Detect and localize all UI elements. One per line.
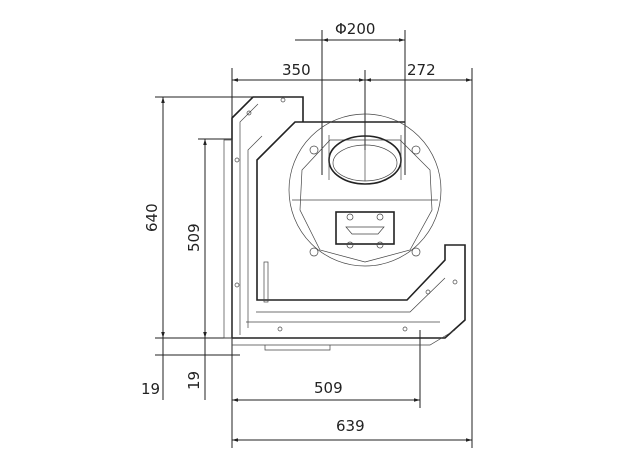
flue-diameter-label: Φ200 bbox=[335, 20, 375, 38]
glass-width-label: 509 bbox=[314, 379, 343, 397]
fireplace-body bbox=[223, 96, 466, 351]
bottom-offset-inner-label: 19 bbox=[185, 371, 203, 390]
bottom-offset-left-label: 19 bbox=[141, 380, 160, 398]
overall-width-label: 639 bbox=[336, 417, 365, 435]
dimension-lines bbox=[161, 38, 472, 442]
glass-height-label: 509 bbox=[185, 223, 203, 252]
overall-height-label: 640 bbox=[143, 203, 161, 232]
left-to-center-label: 350 bbox=[282, 61, 311, 79]
center-to-right-label: 272 bbox=[407, 61, 436, 79]
